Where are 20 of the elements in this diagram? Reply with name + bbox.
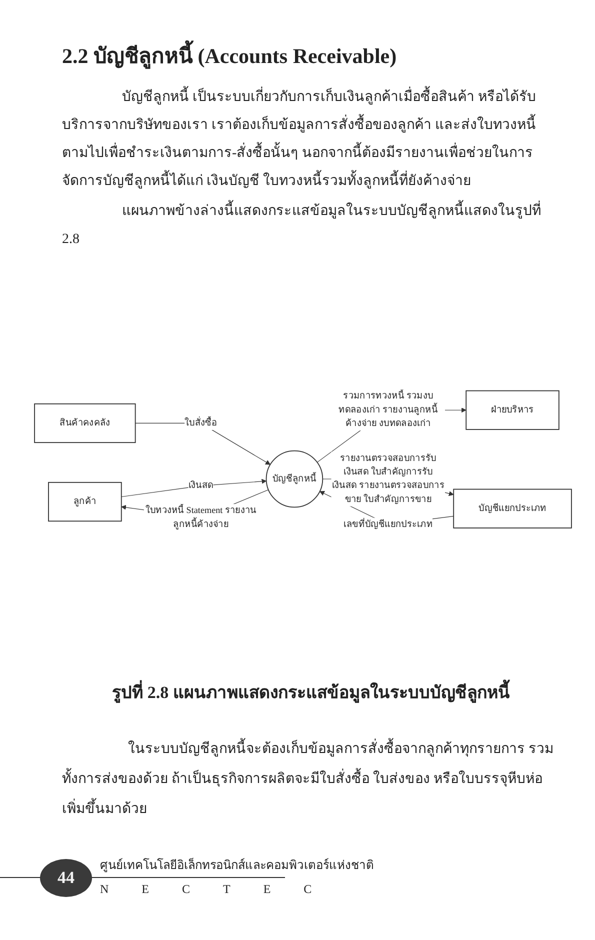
node-box: สินค้าคงคลัง: [34, 403, 136, 444]
paragraph: บัญชีลูกหนี้ เป็นระบบเกี่ยวกับการเก็บเงินลูกค้าเมื่อซื้อสินค้า หรือได้รับบริการจากบริษัทของเรา เราต้องเก็บข้อมูลการสั่งซื้อของลูกค้า และส่งใบทวงหนี้ตามไปเพื่อชำระเงินตามการ-สั่งซื้อนั้นๆ นอกจากนี้ต้องมีรายงานเพื่อช่วยในการจัดการบัญชีลูกหนี้ได้แก่ เงินบัญชี ใบทวงหนี้รวมทั้งลูกหนี้ที่ยังค้างจ่าย: [62, 84, 560, 196]
node-box: บัญชีแยกประเภท: [453, 488, 572, 528]
paragraph: ในระบบบัญชีลูกหนี้จะต้องเก็บข้อมูลการสั่งซื้อจากลูกค้าทุกรายการ รวมทั้งการส่งของด้วย ถ้าเป็นธุรกิจการผลิตจะมีใบสั่งซื้อ ใบส่งของ หรือใบบรรจุหีบห่อเพิ่มขึ้นมาด้วย: [62, 735, 560, 825]
edge-label: เงินสด: [188, 480, 214, 490]
edge-label: รวมการทวงหนี้ รวมงบทดลองเก่า รายงานลูกหนี้ค้างจ่าย งบทดลองเก่า: [338, 391, 438, 428]
node-box: ฝ่ายบริหาร: [466, 390, 560, 430]
edge-label: ใบทวงหนี้ Statement รายงานลูกหนี้ค้างจ่าย: [145, 506, 256, 530]
paragraph: แผนภาพข้างล่างนี้แสดงกระแสข้อมูลในระบบบัญชีลูกหนี้แสดงในรูปที่ 2.8: [62, 198, 560, 254]
footer-text: ศูนย์เทคโนโลยีอิเล็กทรอนิกส์และคอมพิวเตอร์แห่งชาติ: [100, 857, 374, 874]
edge-label: เลขที่บัญชีแยกประเภท: [344, 519, 433, 530]
section-heading: 2.2 บัญชีลูกหนี้ (Accounts Receivable): [62, 42, 560, 70]
node-circle: บัญชีลูกหนี้: [266, 450, 324, 508]
page-number: 44: [40, 859, 92, 897]
edge-label: รายงานตรวจสอบการรับเงินสด ใบสำคัญการรับเงินสด รายงานตรวจสอบการขาย ใบสำคัญการขาย: [332, 453, 444, 504]
node-box: ลูกค้า: [48, 482, 122, 522]
arrow: [121, 478, 267, 498]
edge-label: ใบสั่งซื้อ: [184, 418, 218, 428]
figure-caption: รูปที่ 2.8 แผนภาพแสดงกระแสข้อมูลในระบบบัญชีลูกหนี้: [62, 681, 560, 705]
footer-text: NECTEC: [100, 881, 345, 897]
